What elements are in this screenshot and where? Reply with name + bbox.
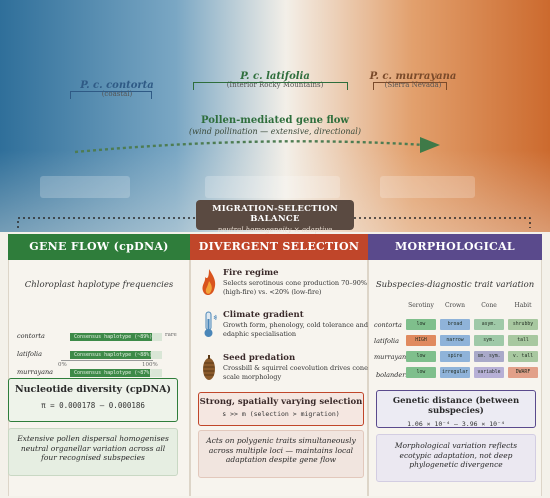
selection-item-desc: Crossbill & squirrel coevolution drives … bbox=[223, 364, 368, 381]
selection-note-text: Acts on polygenic traits simultaneously … bbox=[206, 436, 356, 464]
gradient-banner bbox=[0, 0, 550, 232]
balance-connector bbox=[17, 217, 531, 228]
haplotype-track: Consensus haplotype (~89%) bbox=[70, 333, 162, 341]
trait-cell: HIGH bbox=[406, 335, 436, 346]
selection-item-predation: Seed predation Crossbill & squirrel coev… bbox=[201, 353, 368, 397]
axis-min-label: 0% bbox=[58, 362, 67, 368]
haplotype-bar bbox=[70, 351, 151, 359]
trait-column-header: Serotiny bbox=[408, 302, 434, 309]
haplotype-track: Consensus haplotype (~88%) bbox=[70, 351, 162, 359]
trait-cell: tall bbox=[508, 335, 538, 346]
gene-flow-title: Pollen-mediated gene flow bbox=[201, 115, 349, 126]
balance-title: MIGRATION-SELECTION BALANCE bbox=[212, 204, 338, 224]
trait-cell: spire bbox=[440, 351, 470, 362]
pine-cone-icon bbox=[203, 355, 215, 380]
haplotype-label: latifolia bbox=[17, 350, 42, 358]
distance-title: Genetic distance (between subspecies) bbox=[392, 396, 520, 416]
placeholder-block bbox=[380, 176, 475, 198]
gene-flow-header: GENE FLOW (cpDNA) bbox=[8, 234, 190, 260]
range-bar-contorta bbox=[70, 91, 152, 99]
selection-item-climate: ❄ Climate gradient Growth form, phenolog… bbox=[201, 310, 368, 350]
flame-icon bbox=[202, 269, 216, 296]
haplotype-axis bbox=[61, 360, 153, 361]
placeholder-block bbox=[205, 176, 340, 198]
strong-selection-title: Strong, spatially varying selection bbox=[199, 397, 363, 407]
migration-selection-balance-box: MIGRATION-SELECTION BALANCE neutral homo… bbox=[196, 200, 354, 242]
selection-item-title: Climate gradient bbox=[223, 310, 304, 320]
haplotype-rare: rare bbox=[165, 332, 177, 338]
haplotype-label: contorta bbox=[17, 332, 45, 340]
trait-column-header: Cone bbox=[481, 302, 497, 309]
genetic-distance-box: Genetic distance (between subspecies) 1.… bbox=[376, 390, 536, 428]
range-bar-murrayana bbox=[373, 82, 447, 90]
subspecies-name: P. c. murrayana bbox=[369, 71, 457, 82]
subspecies-region: (coastal) bbox=[101, 90, 133, 98]
trait-cell: asym. bbox=[474, 319, 504, 330]
subspecies-region: (Interior Rocky Mountains) bbox=[226, 81, 324, 89]
selection-note: Acts on polygenic traits simultaneously … bbox=[198, 430, 364, 478]
haplotype-bar bbox=[70, 369, 151, 377]
subspecies-name: P. c. latifolia bbox=[240, 71, 310, 82]
axis-max-label: 100% bbox=[142, 362, 158, 368]
haplotype-row-latifolia: latifolia Consensus haplotype (~88%) bbox=[17, 350, 187, 360]
subspecies-contorta: P. c. contorta (coastal) bbox=[62, 80, 172, 98]
strong-selection-box: Strong, spatially varying selection s >>… bbox=[198, 392, 364, 426]
gene-flow-arrow bbox=[74, 137, 440, 154]
trait-cell: low bbox=[406, 319, 436, 330]
gene-flow-subtitle: (wind pollination — extensive, direction… bbox=[189, 127, 361, 136]
selection-item-title: Fire regime bbox=[223, 268, 279, 278]
svg-text:❄: ❄ bbox=[213, 314, 217, 322]
trait-row-label: latifolia bbox=[374, 337, 399, 345]
trait-cell: low bbox=[406, 367, 436, 378]
distance-value: 1.06 × 10⁻⁴ – 3.96 × 10⁻⁴ bbox=[407, 420, 505, 428]
trait-cell: sym. bbox=[474, 335, 504, 346]
trait-cell: DWARF bbox=[508, 367, 538, 378]
gene-flow-note: Extensive pollen dispersal homogenises n… bbox=[8, 428, 178, 476]
placeholder-block bbox=[40, 176, 130, 198]
thermometer-icon: ❄ bbox=[204, 311, 217, 337]
haplotype-row-murrayana: murrayana Consensus haplotype (~87%) bbox=[17, 368, 187, 378]
trait-cell: v. tall bbox=[508, 351, 538, 362]
haplotype-text: Consensus haplotype (~89%) bbox=[74, 334, 153, 340]
morphology-header: MORPHOLOGICAL OUTCOME bbox=[368, 234, 542, 279]
gene-flow-note-text: Extensive pollen dispersal homogenises n… bbox=[17, 434, 169, 462]
trait-cell: low bbox=[406, 351, 436, 362]
subspecies-latifolia: P. c. latifolia (Interior Rocky Mountain… bbox=[200, 71, 350, 89]
selection-item-desc: Selects serotinous cone production 70–90… bbox=[223, 279, 368, 296]
diversity-value: π = 0.000178 – 0.000186 bbox=[41, 401, 145, 410]
selection-item-desc: Growth form, phenology, cold tolerance a… bbox=[223, 321, 369, 338]
trait-cell: shrubby bbox=[508, 319, 538, 330]
diversity-title: Nucleotide diversity (cpDNA) bbox=[14, 384, 172, 395]
haplotype-bar bbox=[70, 333, 152, 341]
trait-cell: variable bbox=[474, 367, 504, 378]
trait-row-label: contorta bbox=[374, 321, 402, 329]
trait-column-header: Crown bbox=[444, 302, 466, 309]
selection-item-title: Seed predation bbox=[223, 353, 296, 363]
trait-cell: sm. sym. bbox=[474, 351, 504, 362]
trait-cell: narrow bbox=[440, 335, 470, 346]
haplotype-text: Consensus haplotype (~88%) bbox=[74, 352, 153, 358]
subspecies-region: (Sierra Nevada) bbox=[384, 81, 442, 89]
selection-item-fire: Fire regime Selects serotinous cone prod… bbox=[201, 268, 367, 308]
haplotype-row-contorta: contorta Consensus haplotype (~89%) rare bbox=[17, 332, 187, 342]
range-bar-latifolia bbox=[193, 82, 348, 90]
haplotype-text: Consensus haplotype (~87%) bbox=[74, 370, 153, 376]
trait-row-label: murrayana bbox=[374, 353, 411, 361]
trait-cell: broad bbox=[440, 319, 470, 330]
nucleotide-diversity-box: Nucleotide diversity (cpDNA) π = 0.00017… bbox=[8, 378, 178, 422]
haplotype-track: Consensus haplotype (~87%) bbox=[70, 369, 162, 377]
trait-column-header: Habit bbox=[514, 302, 532, 309]
morphology-note: Morphological variation reflects ecotypi… bbox=[376, 434, 536, 482]
haplotype-subhead: Chloroplast haplotype frequencies bbox=[24, 280, 174, 290]
subspecies-murrayana: P. c. murrayana (Sierra Nevada) bbox=[358, 71, 468, 89]
subspecies-name: P. c. contorta bbox=[80, 80, 154, 91]
morphology-note-text: Morphological variation reflects ecotypi… bbox=[394, 441, 518, 469]
trait-cell: irregular bbox=[440, 367, 470, 378]
trait-row-label: bolanderi bbox=[376, 371, 408, 379]
strong-selection-value: s >> m (selection > migration) bbox=[222, 410, 340, 418]
trait-subhead: Subspecies-diagnostic trait variation bbox=[375, 280, 535, 290]
selection-header: DIVERGENT SELECTION bbox=[190, 234, 368, 260]
haplotype-label: murrayana bbox=[17, 368, 54, 376]
